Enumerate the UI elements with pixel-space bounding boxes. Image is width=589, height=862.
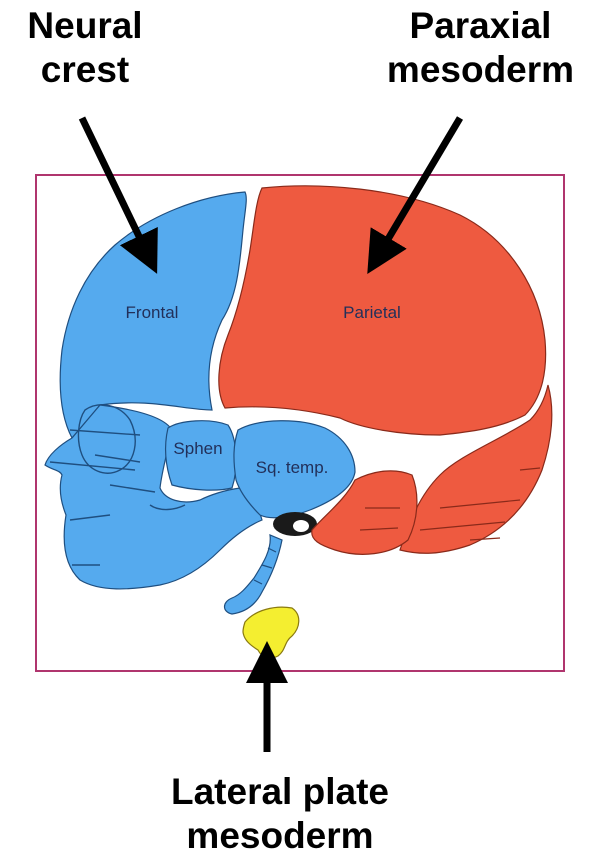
frontal-label: Frontal — [126, 303, 179, 322]
parietal-label: Parietal — [343, 303, 401, 322]
sphenoid-label: Sphen — [173, 439, 222, 458]
laryngeal-cartilage — [243, 607, 299, 658]
neural-crest-arrow — [82, 118, 148, 255]
middle-ear-opening — [293, 520, 309, 532]
squamous-temporal-label: Sq. temp. — [256, 458, 329, 477]
styloid-process — [225, 535, 283, 614]
